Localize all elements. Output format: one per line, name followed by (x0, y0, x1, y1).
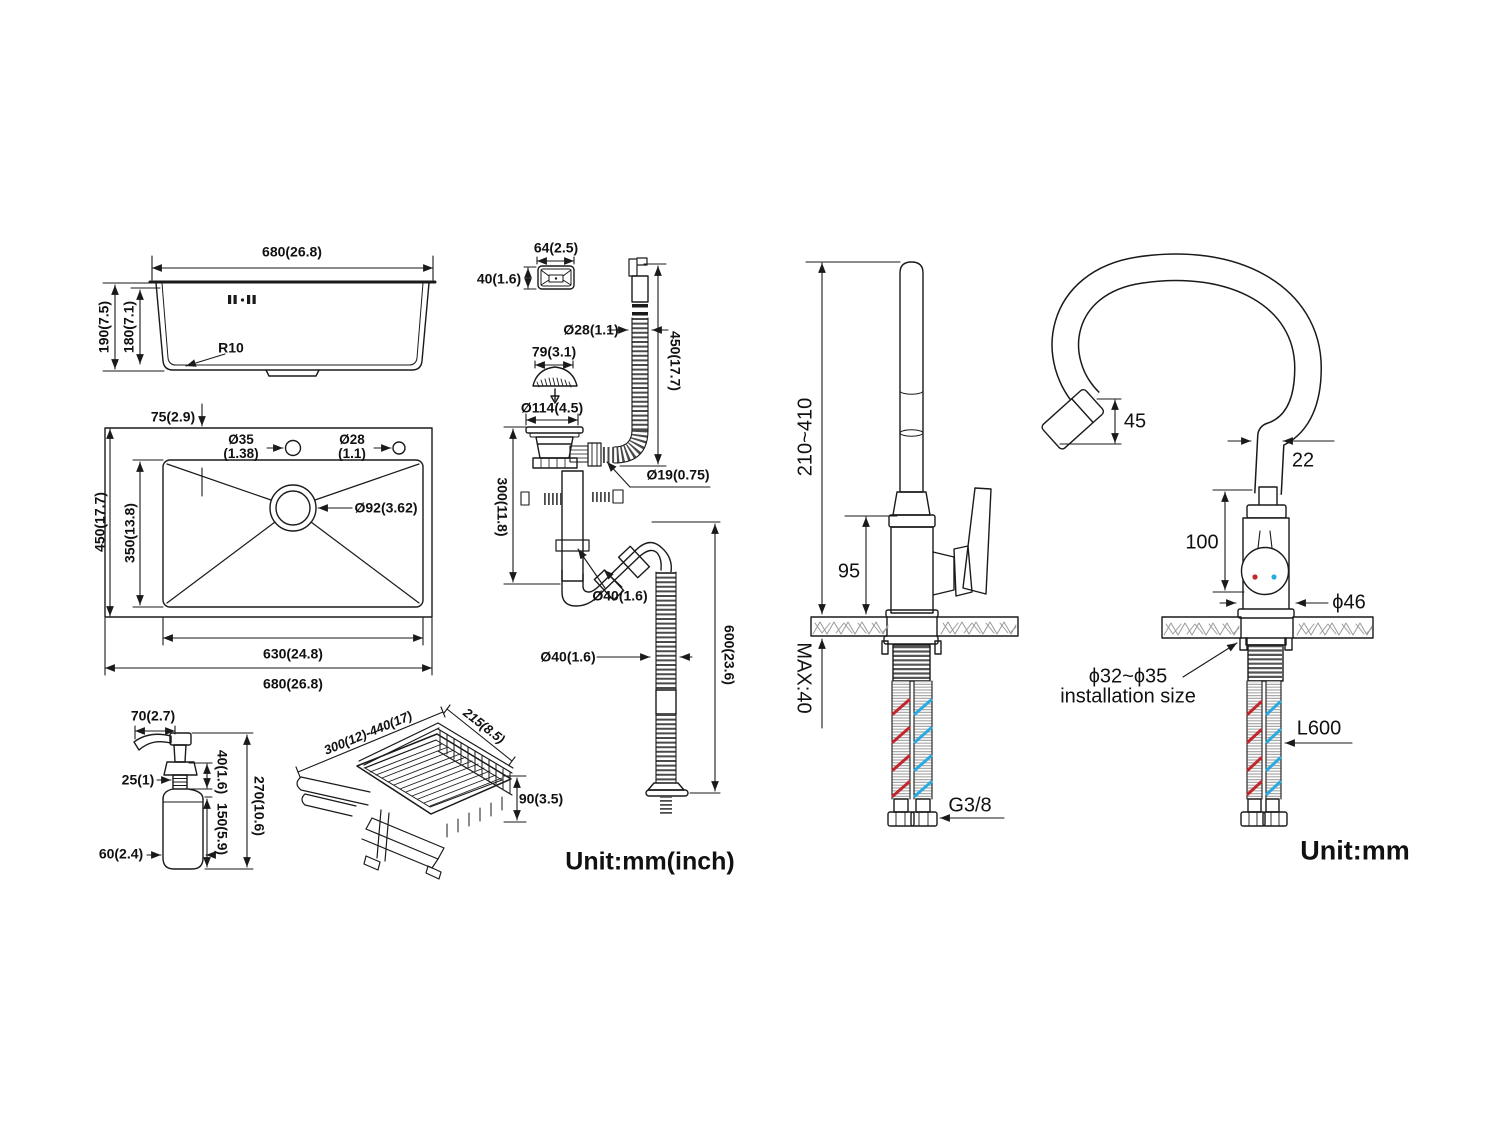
dim-dispenser-thread: 40(1.6) (214, 749, 231, 795)
dim-faucet-height-range: 210~410 (794, 397, 817, 477)
dim-right-hole-inch: (1.1) (338, 446, 366, 461)
dim-sink-side-width: 680(26.8) (262, 243, 322, 260)
dim-left-hole-inch: (1.38) (223, 446, 259, 461)
faucet-holes-icon (228, 295, 256, 304)
sink-top-view-drawing (104, 403, 433, 676)
dim-dispenser-bottle-height: 150(5.9) (214, 802, 231, 856)
dim-waste-hose-length: 600(23.6) (721, 625, 738, 685)
dim-install-label: installation size (1060, 685, 1196, 708)
dim-flange-diameter: Ø114(4.5) (520, 399, 584, 416)
units-left-label: Unit:mm(inch) (565, 847, 735, 876)
dim-waste-hose-diameter: Ø40(1.6) (540, 648, 596, 665)
faucet-side-view-drawing (805, 261, 1019, 827)
soap-dispenser-drawing (133, 725, 254, 870)
dim-sink-side-inner-height: 180(7.1) (120, 300, 137, 354)
dim-right-hole-mm: Ø28 (339, 431, 365, 447)
units-right-label: Unit:mm (1300, 835, 1410, 866)
dim-overflow-hose-diameter: Ø28(1.1) (563, 321, 619, 338)
dim-max-counter-thickness: MAX:40 (792, 642, 815, 714)
dim-spout-tip-length: 45 (1123, 410, 1147, 433)
dim-sink-side-outer-height: 190(7.5) (95, 300, 112, 354)
faucet-front-view-drawing (1041, 253, 1374, 827)
dim-rack-height: 90(3.5) (518, 790, 564, 807)
dim-sink-top-outer-height: 450(17.7) (91, 492, 108, 552)
dim-faucet-body-height: 95 (837, 560, 861, 583)
dim-right-hole: Ø28 (1.1) (338, 431, 366, 461)
dim-pipe-diameter: 22 (1291, 449, 1315, 472)
dim-thread-size: G3/8 (948, 794, 992, 817)
dim-left-hole: Ø35 (1.38) (223, 431, 259, 461)
dim-dispenser-neck: 25(1) (121, 771, 155, 788)
dim-install-range: ϕ32~ϕ35 (1088, 665, 1168, 688)
dim-hole-offset: 75(2.9) (150, 408, 196, 425)
dim-drain-diameter: Ø92(3.62) (354, 499, 418, 516)
dim-left-hole-mm: Ø35 (228, 431, 254, 447)
dim-dispenser-bottle-diameter: 60(2.4) (98, 845, 144, 862)
dim-base-diameter: ϕ46 (1332, 591, 1366, 614)
drain-assembly-drawing (503, 256, 721, 815)
dim-corner-radius: R10 (218, 339, 244, 356)
dim-tail-height: 300(11.8) (494, 477, 511, 537)
dim-dispenser-spout: 70(2.7) (130, 707, 176, 724)
dim-sink-top-outer-width: 680(26.8) (263, 675, 323, 692)
dim-overflow-cover-height: 40(1.6) (476, 270, 522, 287)
dim-sink-top-inner-width: 630(24.8) (263, 645, 323, 662)
drain-rack-drawing (295, 704, 527, 880)
dim-trap-diameter: Ø40(1.6) (592, 587, 648, 604)
dim-sink-top-inner-height: 350(13.8) (121, 503, 138, 563)
dim-barb-diameter: Ø19(0.75) (646, 466, 710, 483)
dim-dispenser-total-height: 270(10.6) (251, 776, 268, 836)
dim-hose-length: L600 (1296, 717, 1342, 740)
dim-strainer-width: 79(3.1) (531, 343, 577, 360)
dim-overflow-height: 450(17.7) (667, 331, 684, 391)
dim-faucet-front-body-height: 100 (1185, 531, 1219, 554)
sink-side-view-drawing (102, 255, 437, 377)
dim-overflow-cover-width: 64(2.5) (533, 239, 579, 256)
